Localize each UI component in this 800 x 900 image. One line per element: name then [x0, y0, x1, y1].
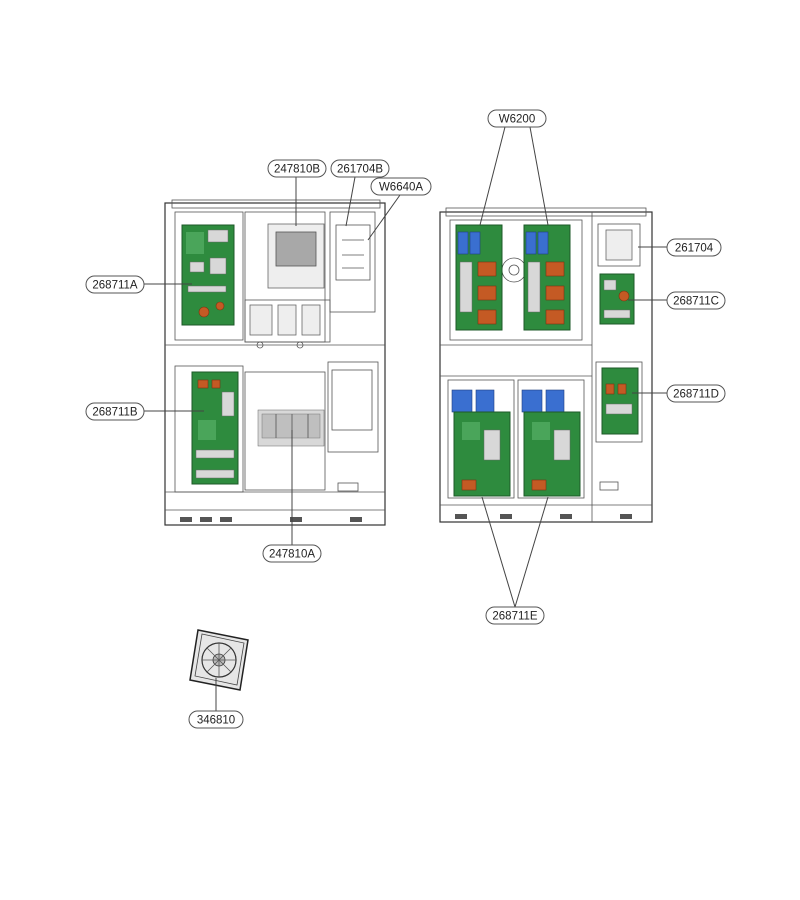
label-w6200-text: W6200 — [499, 114, 535, 126]
label-346810: 346810 — [188, 710, 244, 729]
pcb-268711e-left — [451, 389, 511, 497]
label-247810b: 247810B — [267, 159, 327, 178]
label-261704-text: 261704 — [675, 243, 714, 255]
label-268711d: 268711D — [666, 384, 726, 403]
label-261704b-text: 261704B — [337, 164, 383, 176]
label-w6200: W6200 — [487, 109, 547, 128]
label-268711a-text: 268711A — [92, 280, 138, 292]
transformer-261704 — [597, 223, 641, 267]
label-268711b: 268711B — [85, 402, 145, 421]
label-w6640a: W6640A — [370, 177, 432, 196]
label-247810a: 247810A — [262, 544, 322, 563]
fan-346810 — [189, 629, 249, 691]
board-247810a — [257, 409, 325, 447]
label-268711d-text: 268711D — [673, 389, 719, 401]
label-247810b-text: 247810B — [274, 164, 320, 176]
inverter-board-left — [455, 224, 503, 331]
inverter-board-right — [523, 224, 571, 331]
label-261704: 261704 — [666, 238, 722, 257]
label-268711b-text: 268711B — [92, 407, 138, 419]
label-268711a: 268711A — [85, 275, 145, 294]
board-261704b — [335, 224, 371, 281]
label-346810-text: 346810 — [197, 715, 235, 727]
pcb-268711c — [599, 273, 635, 325]
pcb-268711b — [191, 371, 239, 485]
leader-lines — [144, 126, 667, 711]
label-268711c-text: 268711C — [673, 296, 719, 308]
pcb-268711d — [595, 361, 643, 443]
label-268711e-text: 268711E — [492, 611, 538, 623]
relay-blocks — [249, 304, 321, 349]
cabinet-feet-right — [455, 514, 632, 519]
pcb-268711a — [181, 224, 235, 326]
pcb-268711e-right — [521, 389, 581, 497]
cabinet-feet-left — [180, 517, 362, 522]
label-268711c: 268711C — [666, 291, 726, 310]
label-261704b: 261704B — [330, 159, 390, 178]
display-247810b — [267, 223, 325, 289]
label-w6640a-text: W6640A — [379, 182, 423, 194]
label-268711e: 268711E — [485, 606, 545, 625]
label-247810a-text: 247810A — [269, 549, 315, 561]
